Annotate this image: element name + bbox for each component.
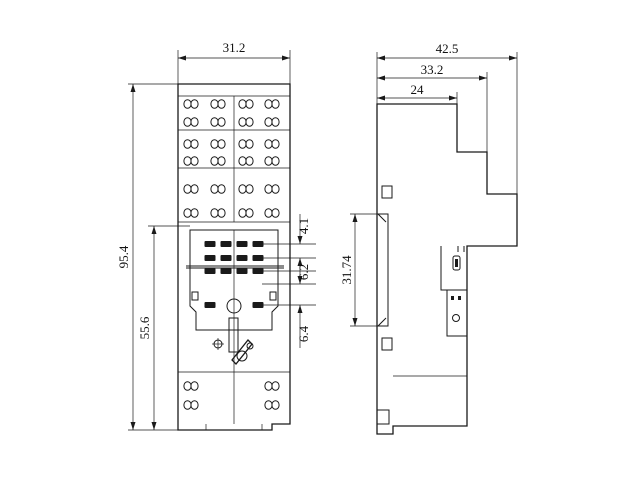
dim-rail-31-74: 31.74 [339,213,377,327]
front-body-outline [177,83,291,431]
dim-pitch-4-1: 4.1 [262,214,316,245]
dim-label-height: 95.4 [116,245,131,268]
dim-height-55-6: 55.6 [137,225,190,430]
dim-label-width: 31.2 [223,40,246,55]
dim-height-95-4: 95.4 [116,83,178,431]
dim-label-depth-2: 33.2 [421,62,444,77]
dim-label-rail: 31.74 [339,255,354,285]
dim-label-pitch-2: 6.2 [296,264,311,280]
terminal-row-1 [183,99,280,127]
dim-depth-33-2: 33.2 [377,62,488,152]
terminal-row-bottom [183,381,280,410]
dim-label-pitch-1: 4.1 [296,218,311,234]
dim-pitch-6-2: 6.2 [262,257,316,285]
terminal-row-3 [183,184,280,218]
side-body-outline [376,103,518,435]
side-view: 42.5 33.2 24 31.74 [339,41,518,435]
terminal-row-2 [183,139,280,166]
dim-label-lower-height: 55.6 [137,316,152,339]
dim-depth-42-5: 42.5 [376,41,518,194]
dim-width-31-2: 31.2 [177,40,291,84]
dim-pitch-6-4: 6.4 [262,304,316,348]
dim-label-depth-1: 42.5 [436,41,459,56]
dim-label-pitch-3: 6.4 [296,325,311,342]
side-lever [440,246,467,337]
dim-label-depth-3: 24 [411,82,425,97]
din-clip [376,185,393,425]
front-view: 31.2 95.4 55.6 4.1 [116,40,316,431]
retaining-clip [212,317,254,365]
dim-depth-24: 24 [377,82,458,104]
